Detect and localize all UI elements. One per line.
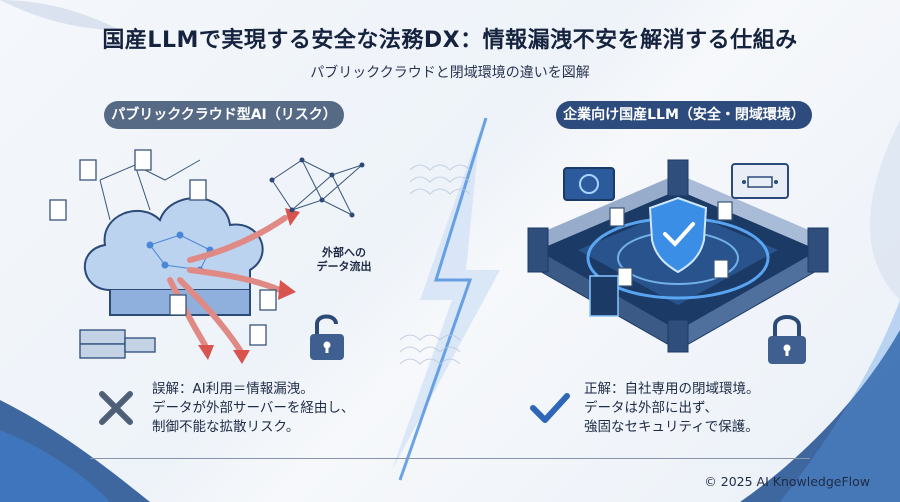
page-title: 国産LLMで実現する安全な法務DX：情報漏洩不安を解消する仕組み: [102, 28, 798, 53]
check-icon: [530, 393, 570, 423]
locked-padlock-icon: [768, 315, 806, 364]
secure-caption-line2: データは外部に出ず、: [584, 400, 719, 416]
risk-caption-line3: 制御不能な拡散リスク。: [152, 419, 300, 435]
public-cloud-label: パブリッククラウド型AI（リスク）: [104, 101, 344, 129]
data-leak-label-line2: データ流出: [316, 260, 372, 273]
footer-divider: [90, 458, 810, 459]
secure-caption-line1: 正解：自社専用の閉域環境。: [584, 381, 760, 397]
risk-caption: 誤解：AI利用＝情報漏洩。 データが外部サーバーを経由し、 制御不能な拡散リスク…: [152, 380, 354, 437]
copyright: © 2025 AI KnowledgeFlow: [704, 474, 870, 489]
external-network-icon: [269, 157, 365, 218]
closed-environment-label: 企業向け国産LLM（安全・閉域環境）: [556, 101, 812, 129]
server-icon: [79, 329, 156, 359]
network-left-icon: [99, 159, 201, 221]
closed-environment-illustration: [527, 159, 829, 353]
cross-icon: [99, 391, 133, 425]
unlocked-padlock-icon: [310, 314, 344, 360]
risk-caption-line2: データが外部サーバーを経由し、: [152, 400, 355, 416]
public-cloud-illustration: [49, 149, 300, 364]
document-icons: [49, 149, 277, 346]
shield-icon: [648, 196, 708, 274]
page-subtitle: パブリッククラウドと閉域環境の違いを図解: [310, 65, 590, 81]
meeting-icon: [731, 163, 789, 199]
risk-caption-line1: 誤解：AI利用＝情報漏洩。: [152, 381, 314, 397]
dashboard-icon: [563, 167, 615, 201]
data-leak-label: 外部への データ流出: [304, 246, 384, 274]
secure-caption: 正解：自社専用の閉域環境。 データは外部に出ず、 強固なセキュリティで保護。: [584, 380, 760, 437]
secure-caption-line3: 強固なセキュリティで保護。: [584, 419, 759, 435]
data-leak-label-line1: 外部への: [322, 246, 366, 259]
